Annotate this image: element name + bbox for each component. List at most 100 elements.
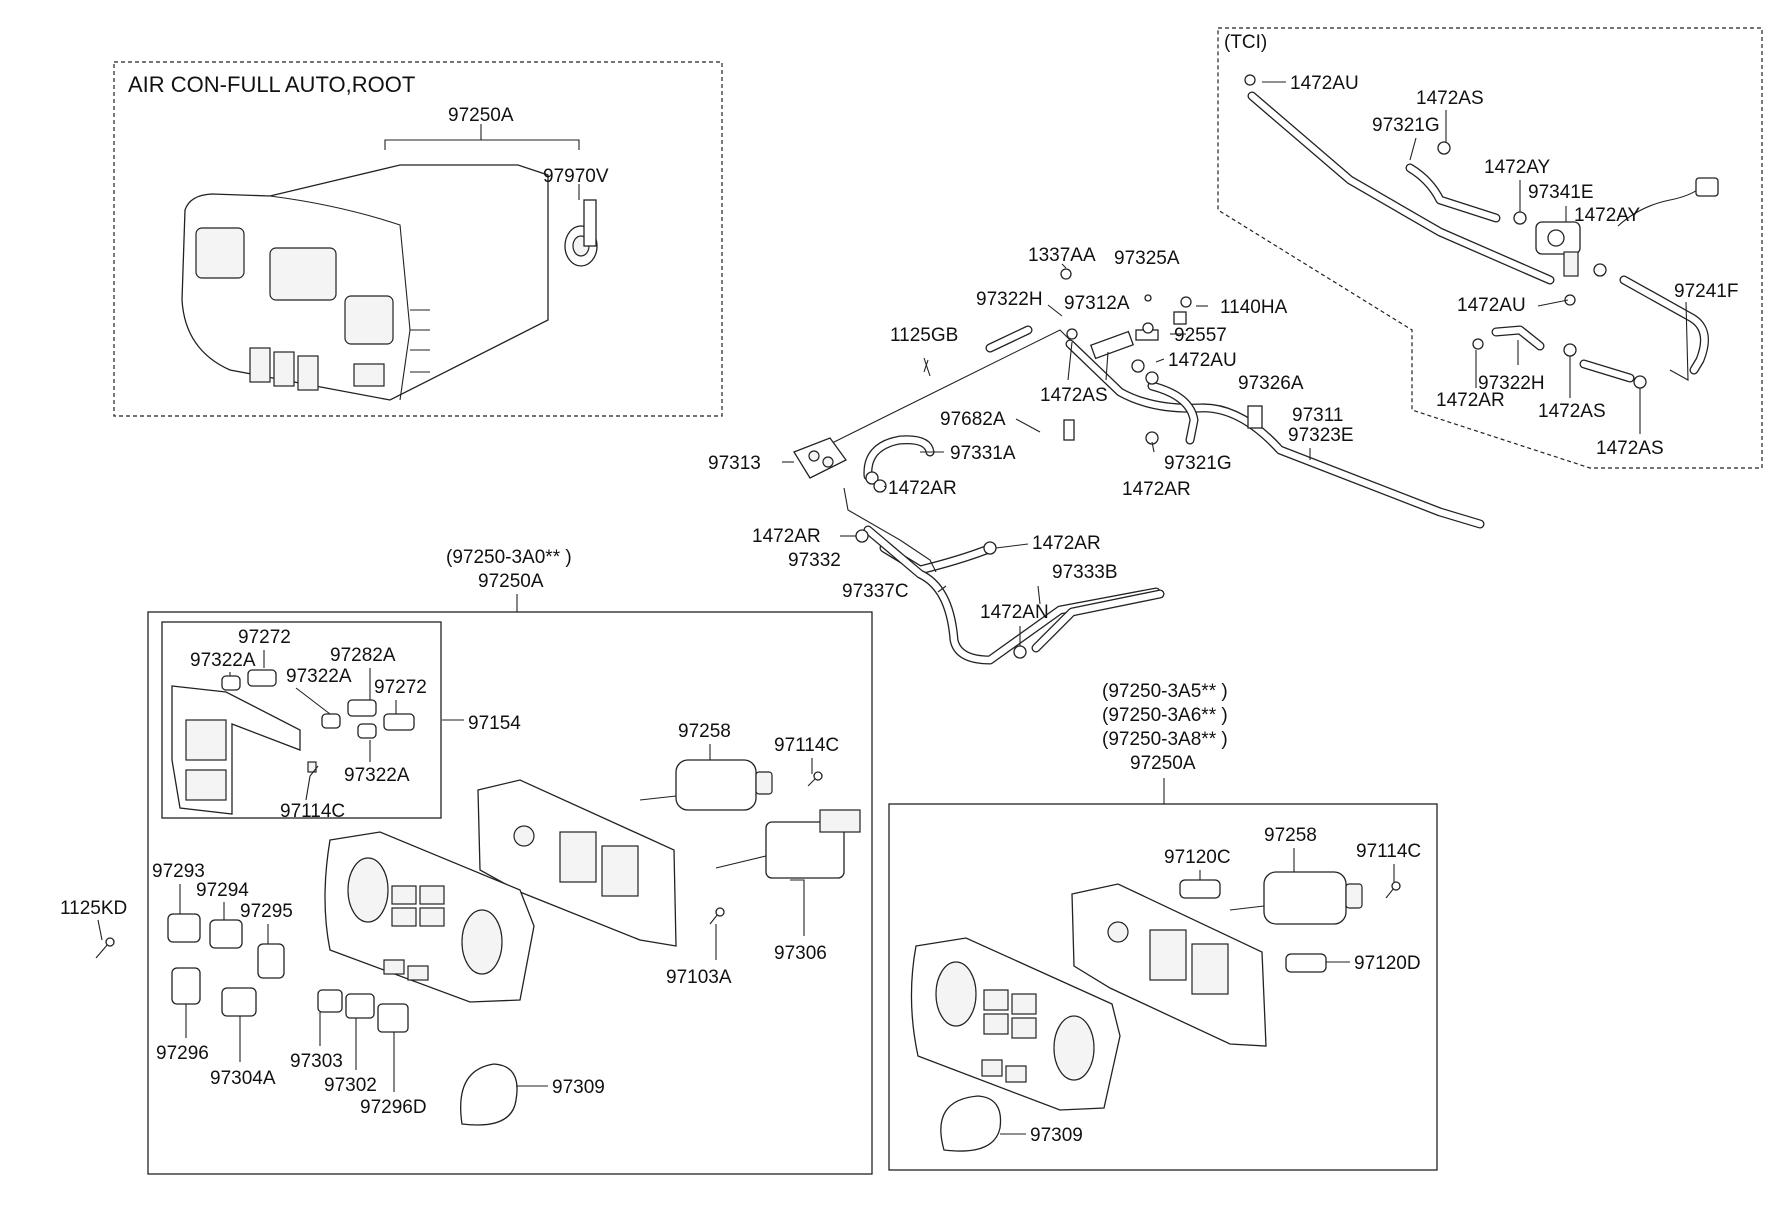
- label-m-97312a: 97312A: [1064, 293, 1130, 314]
- tci-group-title: (TCI): [1224, 32, 1267, 53]
- right-screw-97114c: [1385, 881, 1401, 899]
- left-frame: [477, 779, 677, 947]
- left-head-1: (97250-3A0** ): [446, 547, 572, 568]
- tci-fitting-97341e: [1535, 221, 1581, 277]
- label-l-97296d: 97296D: [360, 1097, 427, 1118]
- right-frame: [1071, 883, 1267, 1047]
- label-r-97258: 97258: [1264, 825, 1317, 846]
- label-tci-1472au-b: 1472AU: [1457, 295, 1526, 316]
- left-assembly-box: [147, 611, 873, 1175]
- label-l-97154: 97154: [468, 713, 521, 734]
- label-tci-97322h: 97322H: [1478, 373, 1545, 394]
- label-l-97322a-a: 97322A: [190, 650, 256, 671]
- label-root-97970v: 97970V: [543, 166, 609, 187]
- right-head-4: 97250A: [1130, 753, 1196, 774]
- label-l-97258: 97258: [678, 721, 731, 742]
- label-root-97250a: 97250A: [448, 105, 514, 126]
- left-knob-97309: [460, 1063, 518, 1126]
- label-l-97296: 97296: [156, 1043, 209, 1064]
- label-tci-1472ay-a: 1472AY: [1484, 157, 1551, 178]
- right-head-2: (97250-3A6** ): [1102, 705, 1228, 726]
- label-m-97313: 97313: [708, 453, 761, 474]
- label-m-1472an: 1472AN: [980, 602, 1049, 623]
- label-tci-1472as-a: 1472AS: [1416, 88, 1484, 109]
- label-l-97272-a: 97272: [238, 627, 291, 648]
- label-l-97103a: 97103A: [666, 967, 732, 988]
- right-bulbs: [1179, 879, 1327, 973]
- root-group-title: AIR CON-FULL AUTO,ROOT: [128, 72, 415, 97]
- label-m-1472ar-c: 1472AR: [752, 526, 821, 547]
- label-l-97302: 97302: [324, 1075, 377, 1096]
- label-l-97293: 97293: [152, 861, 205, 882]
- label-r-97120c: 97120C: [1164, 847, 1231, 868]
- label-tci-1472as-c: 1472AS: [1596, 438, 1664, 459]
- left-head-2: 97250A: [478, 571, 544, 592]
- label-m-97326a: 97326A: [1238, 373, 1304, 394]
- right-head-1: (97250-3A5** ): [1102, 681, 1228, 702]
- label-tci-1472ay-b: 1472AY: [1574, 205, 1641, 226]
- tci-hoses: [1247, 91, 1709, 383]
- middle-bracket-97312a: [1089, 329, 1159, 360]
- right-head-3: (97250-3A8** ): [1102, 729, 1228, 750]
- label-l-1125kd: 1125KD: [60, 898, 127, 919]
- label-m-97337c: 97337C: [842, 581, 909, 602]
- label-m-97332: 97332: [788, 550, 841, 571]
- right-knob-97309: [940, 1095, 1002, 1152]
- label-l-97114c-b: 97114C: [774, 735, 839, 756]
- middle-valve-97313: [793, 437, 847, 479]
- left-control-panel: [324, 831, 535, 1003]
- left-buttons: [167, 913, 409, 1033]
- label-m-1472as: 1472AS: [1040, 385, 1108, 406]
- left-actuator-97306: [715, 809, 861, 879]
- root-control-unit: [181, 164, 549, 401]
- switch-subassembly-box: [161, 621, 442, 819]
- left-bulbs: [221, 669, 415, 773]
- label-l-97282a: 97282A: [330, 645, 396, 666]
- label-m-97325a: 97325A: [1114, 248, 1180, 269]
- label-l-97309: 97309: [552, 1077, 605, 1098]
- label-m-1140ha: 1140HA: [1220, 297, 1288, 318]
- label-m-1472ar-d: 1472AR: [1032, 533, 1101, 554]
- root-sensor-97970v: [564, 199, 598, 267]
- label-tci-97321g: 97321G: [1372, 115, 1440, 136]
- middle-hoses: [863, 325, 1485, 665]
- label-r-97114c: 97114C: [1356, 841, 1421, 862]
- label-l-97303: 97303: [290, 1051, 343, 1072]
- label-m-97682a: 97682A: [940, 409, 1006, 430]
- label-l-97322a-b: 97322A: [286, 666, 352, 687]
- middle-clamps: [855, 268, 1263, 659]
- label-m-1125gb: 1125GB: [890, 325, 958, 346]
- label-tci-97341e: 97341E: [1528, 182, 1594, 203]
- label-m-97333b: 97333B: [1052, 562, 1118, 583]
- label-l-97272-b: 97272: [374, 677, 427, 698]
- label-tci-1472au-a: 1472AU: [1290, 73, 1359, 94]
- label-m-1337aa: 1337AA: [1028, 245, 1096, 266]
- left-bracket-97154: [171, 685, 301, 815]
- left-screws: [95, 765, 823, 959]
- label-l-97295: 97295: [240, 901, 293, 922]
- root-group-box: [113, 61, 723, 417]
- label-r-97309: 97309: [1030, 1125, 1083, 1146]
- label-m-1472au: 1472AU: [1168, 350, 1237, 371]
- label-l-97294: 97294: [196, 880, 249, 901]
- tci-connector-1472ay: [1617, 177, 1719, 227]
- tci-clamps: [1244, 74, 1647, 389]
- label-m-97311: 97311: [1292, 405, 1343, 426]
- left-actuator-97258: [639, 759, 773, 811]
- label-m-1472ar-b: 1472AR: [1122, 479, 1191, 500]
- label-m-97321g: 97321G: [1164, 453, 1232, 474]
- label-l-97306: 97306: [774, 943, 827, 964]
- label-tci-1472as-b: 1472AS: [1538, 401, 1606, 422]
- label-l-97322a-c: 97322A: [344, 765, 410, 786]
- tci-group-box: [1217, 27, 1763, 469]
- right-control-panel: [910, 937, 1121, 1111]
- label-r-97120d: 97120D: [1354, 953, 1421, 974]
- label-l-97114c-a: 97114C: [280, 801, 345, 822]
- label-m-1472ar-a: 1472AR: [888, 478, 957, 499]
- label-l-97304a: 97304A: [210, 1068, 276, 1089]
- label-tci-1472ar: 1472AR: [1436, 390, 1505, 411]
- right-assembly-box: [888, 803, 1438, 1171]
- label-tci-97241f: 97241F: [1674, 281, 1738, 302]
- label-m-97331a: 97331A: [950, 443, 1016, 464]
